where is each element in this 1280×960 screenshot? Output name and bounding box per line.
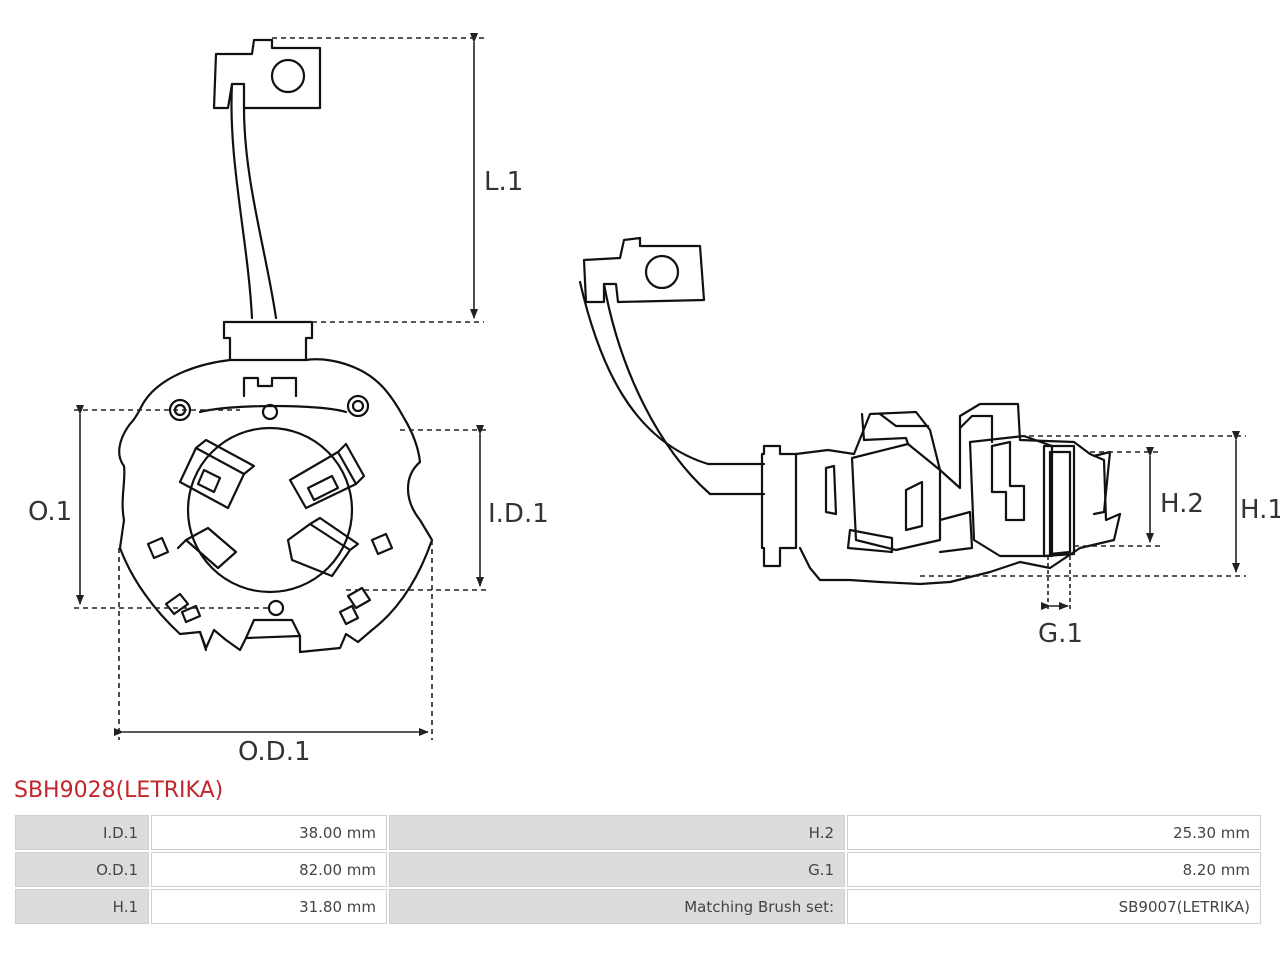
- cable-grommet: [222, 320, 314, 362]
- brush-box-tl: [178, 438, 256, 510]
- label-h2: H.2: [1160, 489, 1204, 519]
- spec-key: Matching Brush set:: [389, 889, 845, 924]
- spec-key: O.D.1: [15, 852, 149, 887]
- spec-key: H.2: [389, 815, 845, 850]
- front-view: [118, 38, 434, 654]
- specs-table: I.D.1 38.00 mm H.2 25.30 mm O.D.1 82.00 …: [13, 813, 1263, 926]
- technical-drawing: L.1 O.1 I.D.1 O.D.1: [28, 33, 1280, 767]
- spec-value: 8.20 mm: [847, 852, 1261, 887]
- rivet-left: [168, 398, 192, 422]
- label-o1: O.1: [28, 497, 72, 527]
- spec-value: 31.80 mm: [151, 889, 387, 924]
- small-hole-bottom: [267, 599, 285, 617]
- cable: [230, 82, 254, 320]
- side-body: [794, 402, 1122, 586]
- table-row: O.D.1 82.00 mm G.1 8.20 mm: [15, 852, 1261, 887]
- brush-box-bl: [176, 526, 238, 570]
- terminal-hole: [270, 58, 306, 94]
- label-g1: G.1: [1038, 619, 1083, 649]
- table-row: H.1 31.80 mm Matching Brush set: SB9007(…: [15, 889, 1261, 924]
- spec-key: G.1: [389, 852, 845, 887]
- side-brush-box-left: [850, 442, 942, 552]
- label-l1: L.1: [484, 167, 523, 197]
- spec-key: H.1: [15, 889, 149, 924]
- side-view: [578, 236, 1122, 586]
- front-dimensions: [74, 33, 490, 740]
- spec-value: SB9007(LETRIKA): [847, 889, 1261, 924]
- table-row: I.D.1 38.00 mm H.2 25.30 mm: [15, 815, 1261, 850]
- spec-value: 25.30 mm: [847, 815, 1261, 850]
- side-cable: [578, 280, 710, 466]
- label-od1: O.D.1: [238, 737, 311, 767]
- spec-key: I.D.1: [15, 815, 149, 850]
- product-title: SBH9028(LETRIKA): [14, 778, 224, 803]
- side-grommet: [760, 444, 798, 568]
- rivet-right: [346, 394, 370, 418]
- side-terminal-lug: [582, 236, 706, 304]
- terminal-lug: [212, 38, 322, 110]
- inner-bore: [186, 426, 354, 594]
- side-terminal-hole: [644, 254, 680, 290]
- spec-value: 82.00 mm: [151, 852, 387, 887]
- spec-value: 38.00 mm: [151, 815, 387, 850]
- label-h1: H.1: [1240, 495, 1280, 525]
- brush-box-tr: [288, 442, 366, 510]
- side-dimensions: [920, 431, 1246, 612]
- brush-box-br: [286, 516, 360, 578]
- label-id1: I.D.1: [488, 499, 549, 529]
